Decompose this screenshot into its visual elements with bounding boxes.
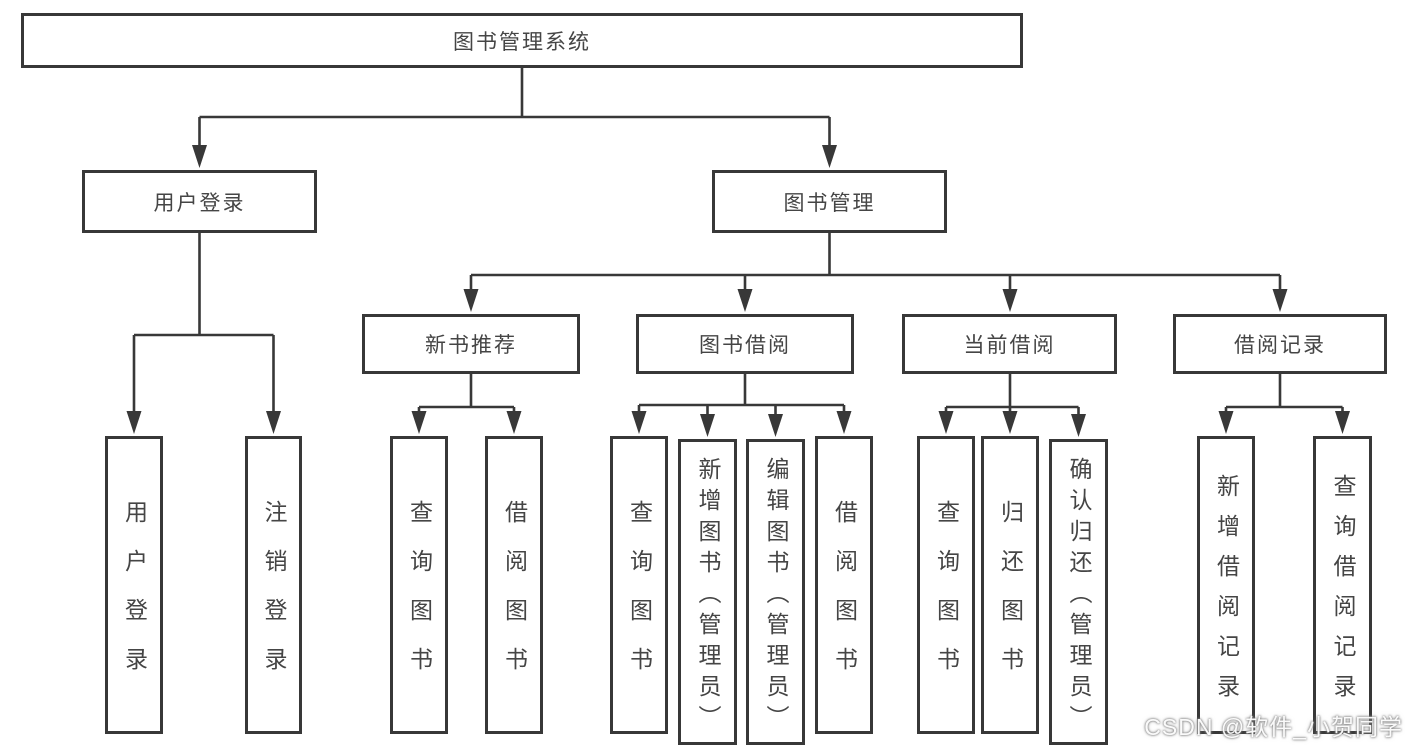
node-current-borrow: 当前借阅 [902,314,1117,374]
node-borrow-records: 借阅记录 [1173,314,1387,374]
leaf-logout-label: 注销登录 [261,500,287,696]
leaf-borrow-book: 借阅图书 [815,436,873,734]
leaf-confirm-return-admin: 确认归还（管理员） [1049,439,1108,745]
node-root-system-label: 图书管理系统 [453,30,591,54]
leaf-logout: 注销登录 [245,436,302,734]
node-root-system: 图书管理系统 [21,13,1023,68]
leaf-borrow-query-book: 查询图书 [610,436,668,734]
node-new-book-recommend-label: 新书推荐 [425,334,517,357]
leaf-recommend-query-book-label: 查询图书 [406,500,433,696]
leaf-add-book-admin-label: 新增图书（管理员） [695,456,721,736]
leaf-query-borrow-record-label: 查询借阅记录 [1330,473,1356,714]
leaf-current-query-book-label: 查询图书 [933,500,960,696]
leaf-query-borrow-record: 查询借阅记录 [1313,436,1372,734]
leaf-confirm-return-admin-label: 确认归还（管理员） [1066,456,1092,736]
leaf-current-query-book: 查询图书 [917,436,975,734]
leaf-add-book-admin: 新增图书（管理员） [678,439,737,745]
node-user-login-branch: 用户登录 [82,170,317,233]
leaf-borrow-book-label: 借阅图书 [831,500,858,696]
csdn-watermark: CSDN @软件_小贺同学 [1144,714,1403,740]
node-book-management-branch: 图书管理 [712,170,947,233]
leaf-edit-book-admin-label: 编辑图书（管理员） [763,456,789,736]
node-user-login-branch-label: 用户登录 [153,191,246,215]
leaf-user-login: 用户登录 [105,436,163,734]
leaf-return-book-label: 归还图书 [997,500,1024,696]
node-book-borrow: 图书借阅 [636,314,854,374]
leaf-recommend-borrow-book: 借阅图书 [485,436,543,734]
leaf-add-borrow-record-label: 新增借阅记录 [1213,473,1240,714]
node-borrow-records-label: 借阅记录 [1234,334,1326,357]
node-book-management-branch-label: 图书管理 [783,191,876,215]
node-book-borrow-label: 图书借阅 [699,334,791,357]
leaf-edit-book-admin: 编辑图书（管理员） [746,439,805,745]
node-current-borrow-label: 当前借阅 [963,334,1056,357]
node-new-book-recommend: 新书推荐 [362,314,580,374]
leaf-recommend-borrow-book-label: 借阅图书 [501,500,528,696]
leaf-return-book: 归还图书 [981,436,1039,734]
leaf-add-borrow-record: 新增借阅记录 [1197,436,1255,734]
leaf-recommend-query-book: 查询图书 [390,436,448,734]
leaf-borrow-query-book-label: 查询图书 [626,500,653,696]
leaf-user-login-label: 用户登录 [121,500,148,696]
